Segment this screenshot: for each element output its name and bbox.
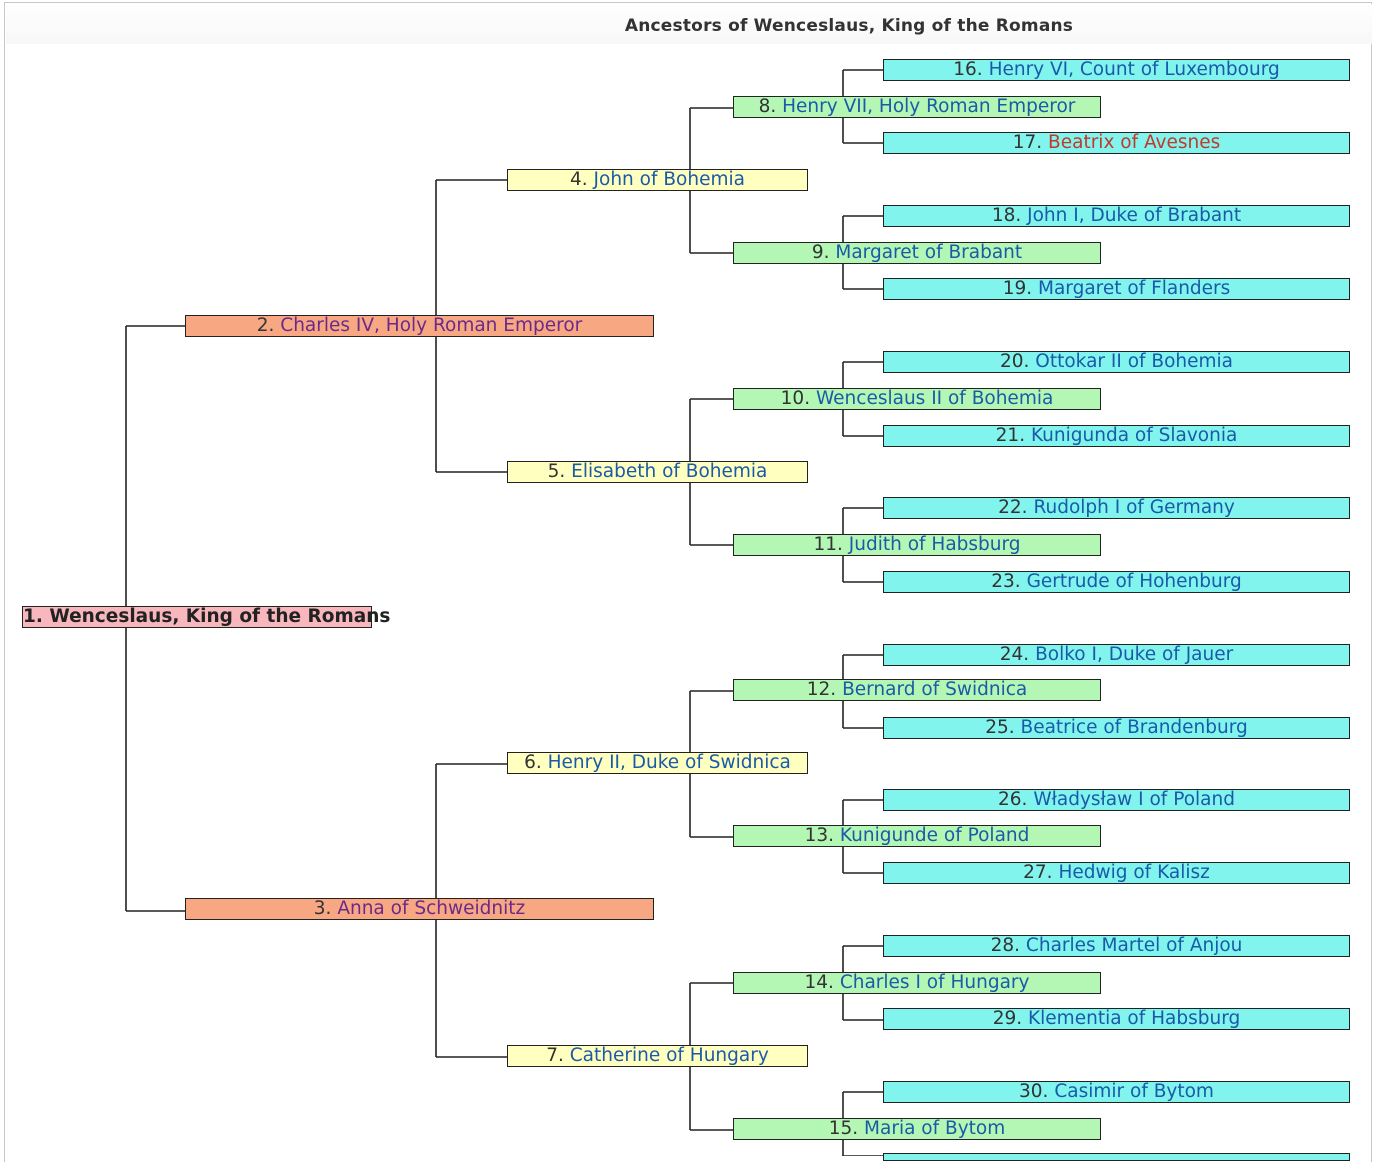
person-link[interactable]: Kunigunda of Slavonia [1030, 425, 1238, 446]
person-link[interactable]: Catherine of Hungary [569, 1045, 769, 1066]
person-link[interactable]: Wenceslaus, King of the Romans [49, 606, 391, 627]
person-number: 3. [313, 898, 338, 919]
person-box-16: 16. Henry VI, Count of Luxembourg [883, 59, 1350, 81]
person-link[interactable]: Elisabeth of Bohemia [571, 461, 768, 482]
person-box-11: 11. Judith of Habsburg [733, 534, 1101, 556]
person-link[interactable]: Wenceslaus II of Bohemia [815, 388, 1054, 409]
person-number: 18. [991, 205, 1028, 226]
person-number: 8. [758, 96, 783, 117]
person-box-9: 9. Margaret of Brabant [733, 242, 1101, 264]
person-link[interactable]: Henry VII, Holy Roman Emperor [782, 96, 1076, 117]
person-box-26: 26. Władysław I of Poland [883, 789, 1350, 811]
person-box-28: 28. Charles Martel of Anjou [883, 935, 1350, 957]
person-number: 11. [813, 534, 849, 555]
person-number: 13. [804, 825, 840, 846]
person-link[interactable]: Charles IV, Holy Roman Emperor [280, 315, 583, 336]
person-link[interactable]: Gertrude of Hohenburg [1026, 571, 1242, 592]
person-link[interactable]: Beatrix of Avesnes [1048, 132, 1221, 153]
person-link[interactable]: Charles I of Hungary [839, 972, 1030, 993]
person-number: 19. [1002, 278, 1038, 299]
person-number: 17. [1012, 132, 1049, 153]
page-frame [4, 2, 1372, 1162]
person-box-30: 30. Casimir of Bytom [883, 1081, 1350, 1103]
person-box-31-partial [883, 1153, 1350, 1161]
person-number: 2. [256, 315, 281, 336]
person-link[interactable]: Bernard of Swidnica [842, 679, 1028, 700]
person-box-4: 4. John of Bohemia [507, 169, 808, 191]
person-link[interactable]: Kunigunde of Poland [839, 825, 1030, 846]
person-link[interactable]: Charles Martel of Anjou [1025, 935, 1243, 956]
person-link[interactable]: Margaret of Brabant [835, 242, 1023, 263]
person-box-25: 25. Beatrice of Brandenburg [883, 717, 1350, 739]
person-box-19: 19. Margaret of Flanders [883, 278, 1350, 300]
person-number: 4. [570, 169, 594, 190]
person-number: 5. [547, 461, 572, 482]
person-box-12: 12. Bernard of Swidnica [733, 679, 1101, 701]
person-box-10: 10. Wenceslaus II of Bohemia [733, 388, 1101, 410]
person-number: 6. [524, 752, 548, 773]
person-number: 9. [811, 242, 836, 263]
person-link[interactable]: Ottokar II of Bohemia [1035, 351, 1234, 372]
person-link[interactable]: John I, Duke of Brabant [1027, 205, 1242, 226]
person-number: 12. [806, 679, 843, 700]
person-box-7: 7. Catherine of Hungary [507, 1045, 808, 1067]
person-link[interactable]: Beatrice of Brandenburg [1020, 717, 1248, 738]
person-number: 30. [1019, 1081, 1055, 1102]
person-box-22: 22. Rudolph I of Germany [883, 497, 1350, 519]
person-number: 29. [992, 1008, 1029, 1029]
person-number: 24. [999, 644, 1036, 665]
chart-title-bar: Ancestors of Wenceslaus, King of the Rom… [6, 4, 1372, 44]
person-box-2: 2. Charles IV, Holy Roman Emperor [185, 315, 654, 337]
person-link[interactable]: Maria of Bytom [864, 1118, 1006, 1139]
person-box-15: 15. Maria of Bytom [733, 1118, 1101, 1140]
person-box-18: 18. John I, Duke of Brabant [883, 205, 1350, 227]
person-box-13: 13. Kunigunde of Poland [733, 825, 1101, 847]
person-number: 28. [990, 935, 1026, 956]
person-link[interactable]: Henry VI, Count of Luxembourg [988, 59, 1280, 80]
person-number: 26. [998, 789, 1034, 810]
person-link[interactable]: Władysław I of Poland [1033, 789, 1235, 810]
person-number: 23. [991, 571, 1027, 592]
person-box-23: 23. Gertrude of Hohenburg [883, 571, 1350, 593]
person-box-24: 24. Bolko I, Duke of Jauer [883, 644, 1350, 666]
person-link[interactable]: Klementia of Habsburg [1028, 1008, 1241, 1029]
person-number: 1. [23, 606, 50, 627]
person-box-29: 29. Klementia of Habsburg [883, 1008, 1350, 1030]
person-number: 7. [546, 1045, 570, 1066]
person-box-6: 6. Henry II, Duke of Swidnica [507, 752, 808, 774]
person-box-5: 5. Elisabeth of Bohemia [507, 461, 808, 483]
person-box-27: 27. Hedwig of Kalisz [883, 862, 1350, 884]
person-number: 27. [1023, 862, 1059, 883]
person-number: 14. [804, 972, 840, 993]
person-link[interactable]: John of Bohemia [593, 169, 745, 190]
person-number: 16. [953, 59, 989, 80]
person-box-8: 8. Henry VII, Holy Roman Emperor [733, 96, 1101, 118]
person-box-20: 20. Ottokar II of Bohemia [883, 351, 1350, 373]
person-box-1: 1. Wenceslaus, King of the Romans [22, 606, 390, 628]
person-number: 10. [780, 388, 816, 409]
person-link[interactable]: Margaret of Flanders [1038, 278, 1231, 299]
person-box-21: 21. Kunigunda of Slavonia [883, 425, 1350, 447]
person-number: 21. [995, 425, 1031, 446]
person-box-17: 17. Beatrix of Avesnes [883, 132, 1350, 154]
person-box-3: 3. Anna of Schweidnitz [185, 898, 654, 920]
person-link[interactable]: Anna of Schweidnitz [337, 898, 526, 919]
person-link[interactable]: Henry II, Duke of Swidnica [547, 752, 791, 773]
person-link[interactable]: Hedwig of Kalisz [1058, 862, 1210, 883]
person-link[interactable]: Bolko I, Duke of Jauer [1035, 644, 1234, 665]
person-number: 25. [985, 717, 1021, 738]
person-number: 15. [828, 1118, 865, 1139]
chart-title: Ancestors of Wenceslaus, King of the Rom… [624, 16, 1074, 36]
person-link[interactable]: Casimir of Bytom [1054, 1081, 1214, 1102]
person-number: 20. [999, 351, 1036, 372]
person-link[interactable]: Rudolph I of Germany [1033, 497, 1235, 518]
person-number: 22. [998, 497, 1034, 518]
person-box-14: 14. Charles I of Hungary [733, 972, 1101, 994]
person-link[interactable]: Judith of Habsburg [848, 534, 1021, 555]
